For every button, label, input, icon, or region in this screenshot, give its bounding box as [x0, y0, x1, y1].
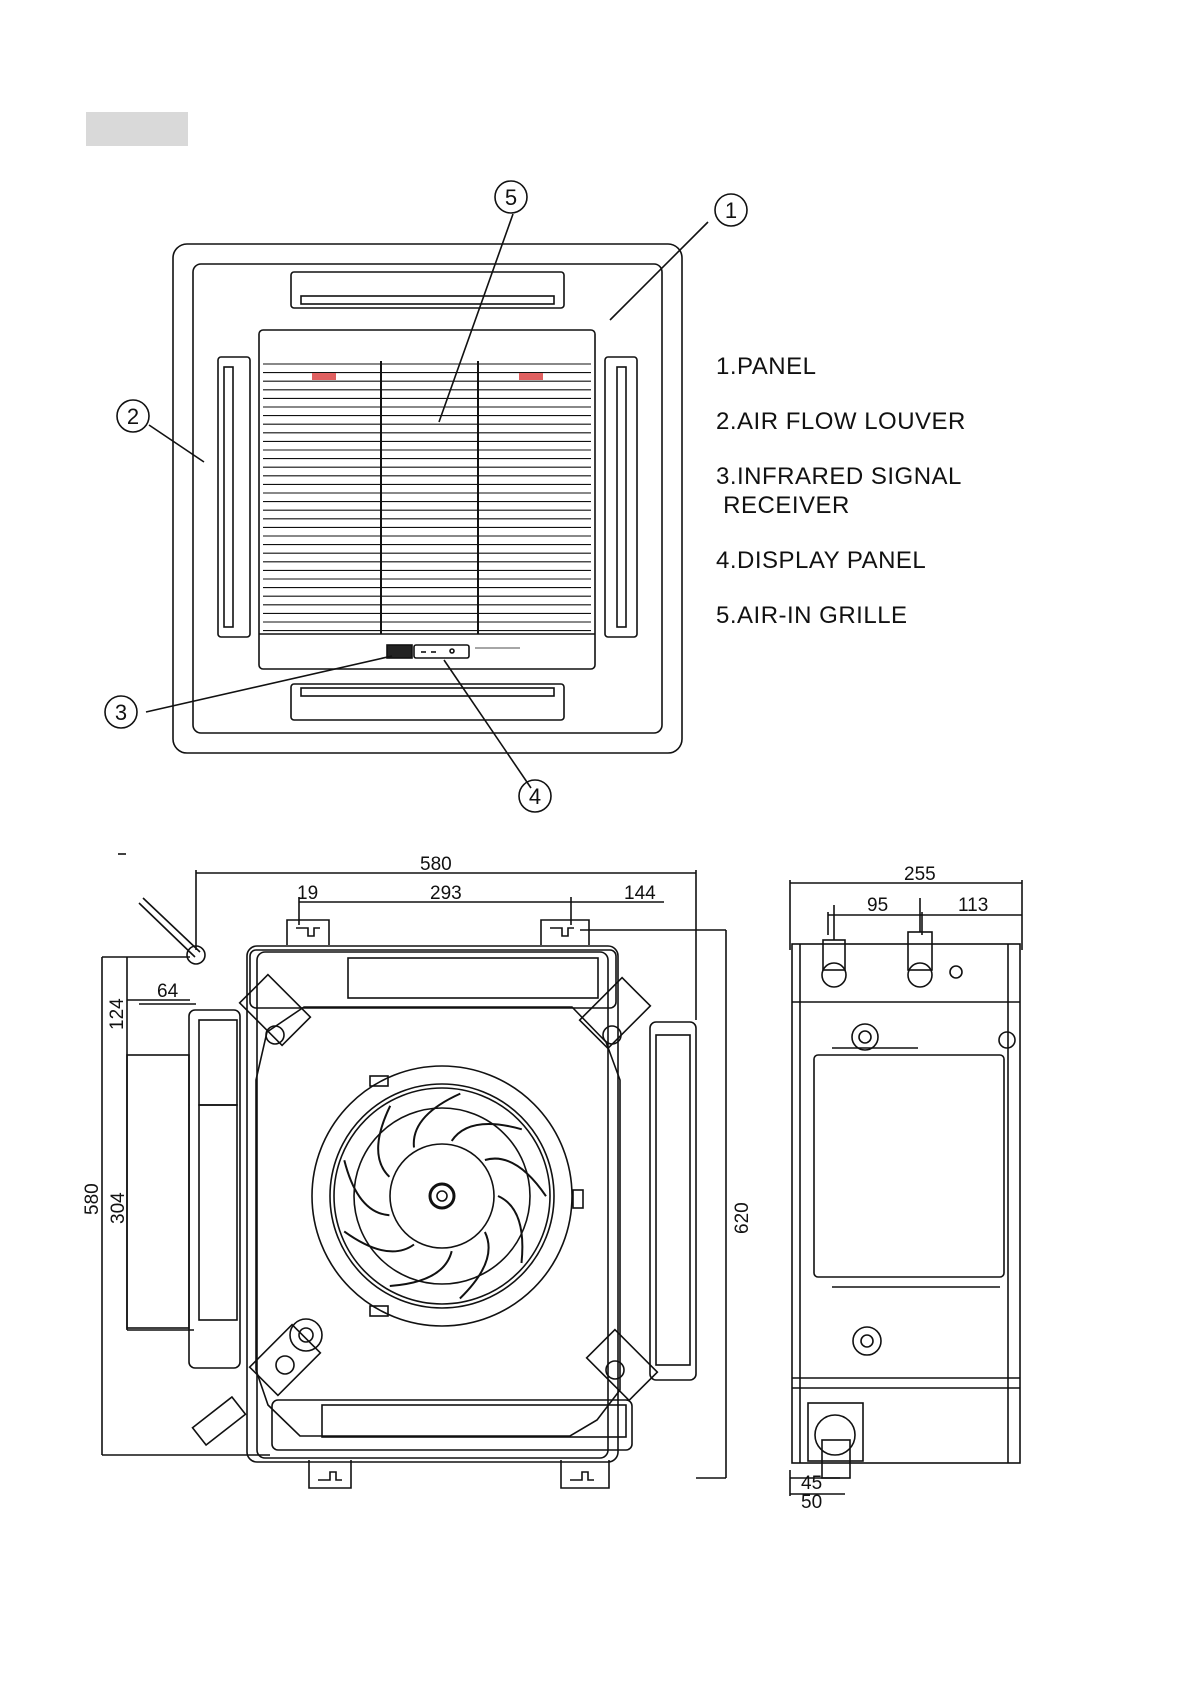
panel-top-view [105, 181, 747, 812]
indicator-lamp-right [519, 373, 543, 380]
dim-580: 580 [420, 854, 452, 875]
side-electric-box [814, 1055, 1004, 1277]
hanger-bracket-br [561, 1460, 609, 1488]
dim-580-vertical: 580 [82, 1183, 103, 1215]
louver-top [291, 272, 564, 308]
panel-inner-frame [193, 264, 662, 733]
dim-293: 293 [430, 883, 462, 904]
dim-124: 124 [107, 998, 128, 1030]
hanger-bracket-bl [309, 1460, 351, 1488]
unit-bottom-view [102, 854, 726, 1488]
dim-304: 304 [108, 1192, 129, 1224]
indicator-lamp-left [312, 373, 336, 380]
fan-blade [460, 1232, 489, 1299]
centrifugal-fan [312, 1066, 583, 1326]
fan-blade [390, 1251, 452, 1286]
louver-left [218, 357, 250, 637]
louver-right [605, 357, 637, 637]
dim-19: 19 [297, 883, 318, 904]
corner-bracket-tr [580, 978, 651, 1049]
hanger-bracket-tl [287, 920, 329, 945]
dimension-labels: 580 19 293 144 64 124 580 304 620 255 95… [82, 854, 988, 1513]
unit-side-view [790, 880, 1022, 1496]
dim-620: 620 [732, 1202, 753, 1234]
side-casing [792, 944, 1020, 1463]
dim-255: 255 [904, 864, 936, 885]
dim-64: 64 [157, 981, 179, 1002]
dim-45: 45 [801, 1473, 822, 1494]
corner-bracket-br [587, 1330, 658, 1401]
dim-113: 113 [958, 895, 988, 916]
dim-144: 144 [624, 883, 656, 904]
callout-3: 3 [115, 700, 127, 725]
fan-blade [378, 1106, 390, 1177]
dim-50: 50 [801, 1492, 822, 1513]
callout-4: 4 [529, 784, 541, 809]
pipe-connector-liquid [822, 905, 846, 987]
fan-blade [344, 1231, 414, 1251]
callout-numbers: 1 2 3 4 5 [115, 185, 737, 809]
dim-95: 95 [867, 895, 888, 916]
drain-box [127, 1055, 189, 1328]
louver-bottom [291, 684, 564, 720]
callout-1: 1 [725, 198, 737, 223]
callout-5: 5 [505, 185, 517, 210]
pipe-connector-gas [908, 898, 932, 987]
hanger-bracket-tr [541, 920, 589, 945]
callout-2: 2 [127, 404, 139, 429]
fan-blade [452, 1124, 522, 1141]
fan-blade [498, 1196, 522, 1263]
